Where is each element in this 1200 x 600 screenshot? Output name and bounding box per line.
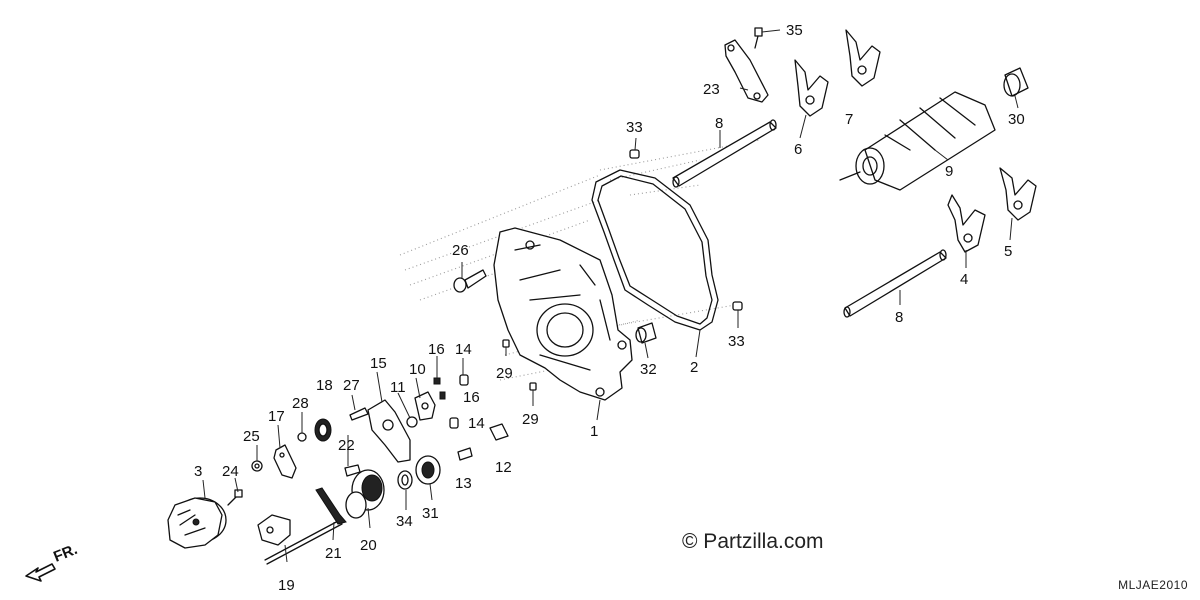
part-33-dowel-upper[interactable] xyxy=(629,149,640,159)
callout-14-lower: 14 xyxy=(468,415,485,432)
part-2-gasket[interactable] xyxy=(591,169,719,331)
callout-13: 13 xyxy=(455,475,472,492)
part-4-shift-fork[interactable] xyxy=(947,194,986,253)
part-19-gearshift-spindle[interactable] xyxy=(257,514,343,565)
part-7-shift-fork[interactable] xyxy=(845,29,881,87)
part-23-bracket[interactable] xyxy=(724,39,769,103)
part-1-crankcase-cover[interactable] xyxy=(493,227,633,401)
part-24-bolt[interactable] xyxy=(227,489,243,506)
watermark: © Partzilla.com xyxy=(682,530,824,553)
callout-29-lower: 29 xyxy=(522,411,539,428)
callout-8-lower: 8 xyxy=(895,309,903,326)
callout-16-lower: 16 xyxy=(463,389,480,406)
callout-28: 28 xyxy=(292,395,309,412)
callout-5: 5 xyxy=(1004,243,1012,260)
part-30-bearing[interactable] xyxy=(1003,67,1029,97)
callout-32: 32 xyxy=(640,361,657,378)
callout-10: 10 xyxy=(409,361,426,378)
part-18-return-spring[interactable] xyxy=(314,418,332,442)
callout-11: 11 xyxy=(390,379,406,396)
part-35-bolt[interactable] xyxy=(754,27,763,49)
part-32-collar[interactable] xyxy=(635,322,657,344)
part-13-pin[interactable] xyxy=(457,447,473,461)
part-10-plate[interactable] xyxy=(414,391,436,421)
part-22-pin[interactable] xyxy=(344,464,361,477)
part-6-shift-fork[interactable] xyxy=(794,59,829,117)
part-33-dowel-lower[interactable] xyxy=(732,301,743,311)
part-27-bolt[interactable] xyxy=(349,407,369,421)
part-5-shift-fork[interactable] xyxy=(999,167,1037,221)
part-8-fork-shaft-lower[interactable] xyxy=(843,249,947,318)
callout-31: 31 xyxy=(422,505,439,522)
callout-26: 26 xyxy=(452,242,469,259)
diagram-code: MLJAE2010 xyxy=(1118,578,1188,592)
callout-29-upper: 29 xyxy=(496,365,513,382)
part-15-stopper-plate[interactable] xyxy=(367,399,411,463)
callout-33-upper: 33 xyxy=(626,119,643,136)
part-21-spring[interactable] xyxy=(315,487,347,525)
callout-20: 20 xyxy=(360,537,377,554)
callout-18: 18 xyxy=(316,377,333,394)
callout-30: 30 xyxy=(1008,111,1025,128)
part-28-washer[interactable] xyxy=(297,432,307,442)
callout-16-upper: 16 xyxy=(428,341,445,358)
callout-34: 34 xyxy=(396,513,413,530)
callout-17: 17 xyxy=(268,408,285,425)
callout-33-lower: 33 xyxy=(728,333,745,350)
part-16-spring-upper[interactable] xyxy=(433,377,441,385)
callout-8-upper: 8 xyxy=(715,115,723,132)
callout-15: 15 xyxy=(370,355,387,372)
callout-27: 27 xyxy=(343,377,360,394)
part-11-spring[interactable] xyxy=(406,416,418,428)
callout-labels: 1 2 3 4 5 6 7 8 8 9 10 11 12 13 14 14 15… xyxy=(194,22,1025,594)
part-14-collar-lower[interactable] xyxy=(449,417,459,429)
callout-7: 7 xyxy=(845,111,853,128)
callout-25: 25 xyxy=(243,428,260,445)
leader-lines xyxy=(202,29,1019,563)
callout-12: 12 xyxy=(495,459,512,476)
front-arrow-icon xyxy=(25,563,56,582)
part-16-spring-lower[interactable] xyxy=(439,391,446,400)
part-3-cover[interactable] xyxy=(167,497,227,549)
part-8-fork-shaft-upper[interactable] xyxy=(672,119,777,188)
callout-1: 1 xyxy=(590,423,598,440)
front-direction-indicator: FR. xyxy=(25,541,80,582)
part-31-bearing[interactable] xyxy=(415,455,441,485)
callout-21: 21 xyxy=(325,545,342,562)
front-direction-label: FR. xyxy=(51,541,80,566)
callout-9: 9 xyxy=(945,163,953,180)
part-17-stopper-arm[interactable] xyxy=(273,444,297,479)
callout-14-upper: 14 xyxy=(455,341,472,358)
callout-6: 6 xyxy=(794,141,802,158)
callout-3: 3 xyxy=(194,463,202,480)
part-34-washer[interactable] xyxy=(397,470,413,490)
callout-4: 4 xyxy=(960,271,968,288)
part-12-block[interactable] xyxy=(489,423,509,441)
part-26-bolt[interactable] xyxy=(453,269,487,293)
callout-23: 23 xyxy=(703,81,720,98)
callout-22: 22 xyxy=(338,437,355,454)
part-29-dowel-upper[interactable] xyxy=(502,339,510,348)
callout-35: 35 xyxy=(786,22,803,39)
part-14-collar-upper[interactable] xyxy=(459,374,469,386)
callout-2: 2 xyxy=(690,359,698,376)
callout-24: 24 xyxy=(222,463,239,480)
part-9-shift-drum[interactable] xyxy=(839,91,996,191)
callout-19: 19 xyxy=(278,577,295,594)
part-29-dowel-lower[interactable] xyxy=(529,382,537,391)
part-25-washer[interactable] xyxy=(251,460,263,472)
part-20-gear[interactable] xyxy=(345,469,385,519)
